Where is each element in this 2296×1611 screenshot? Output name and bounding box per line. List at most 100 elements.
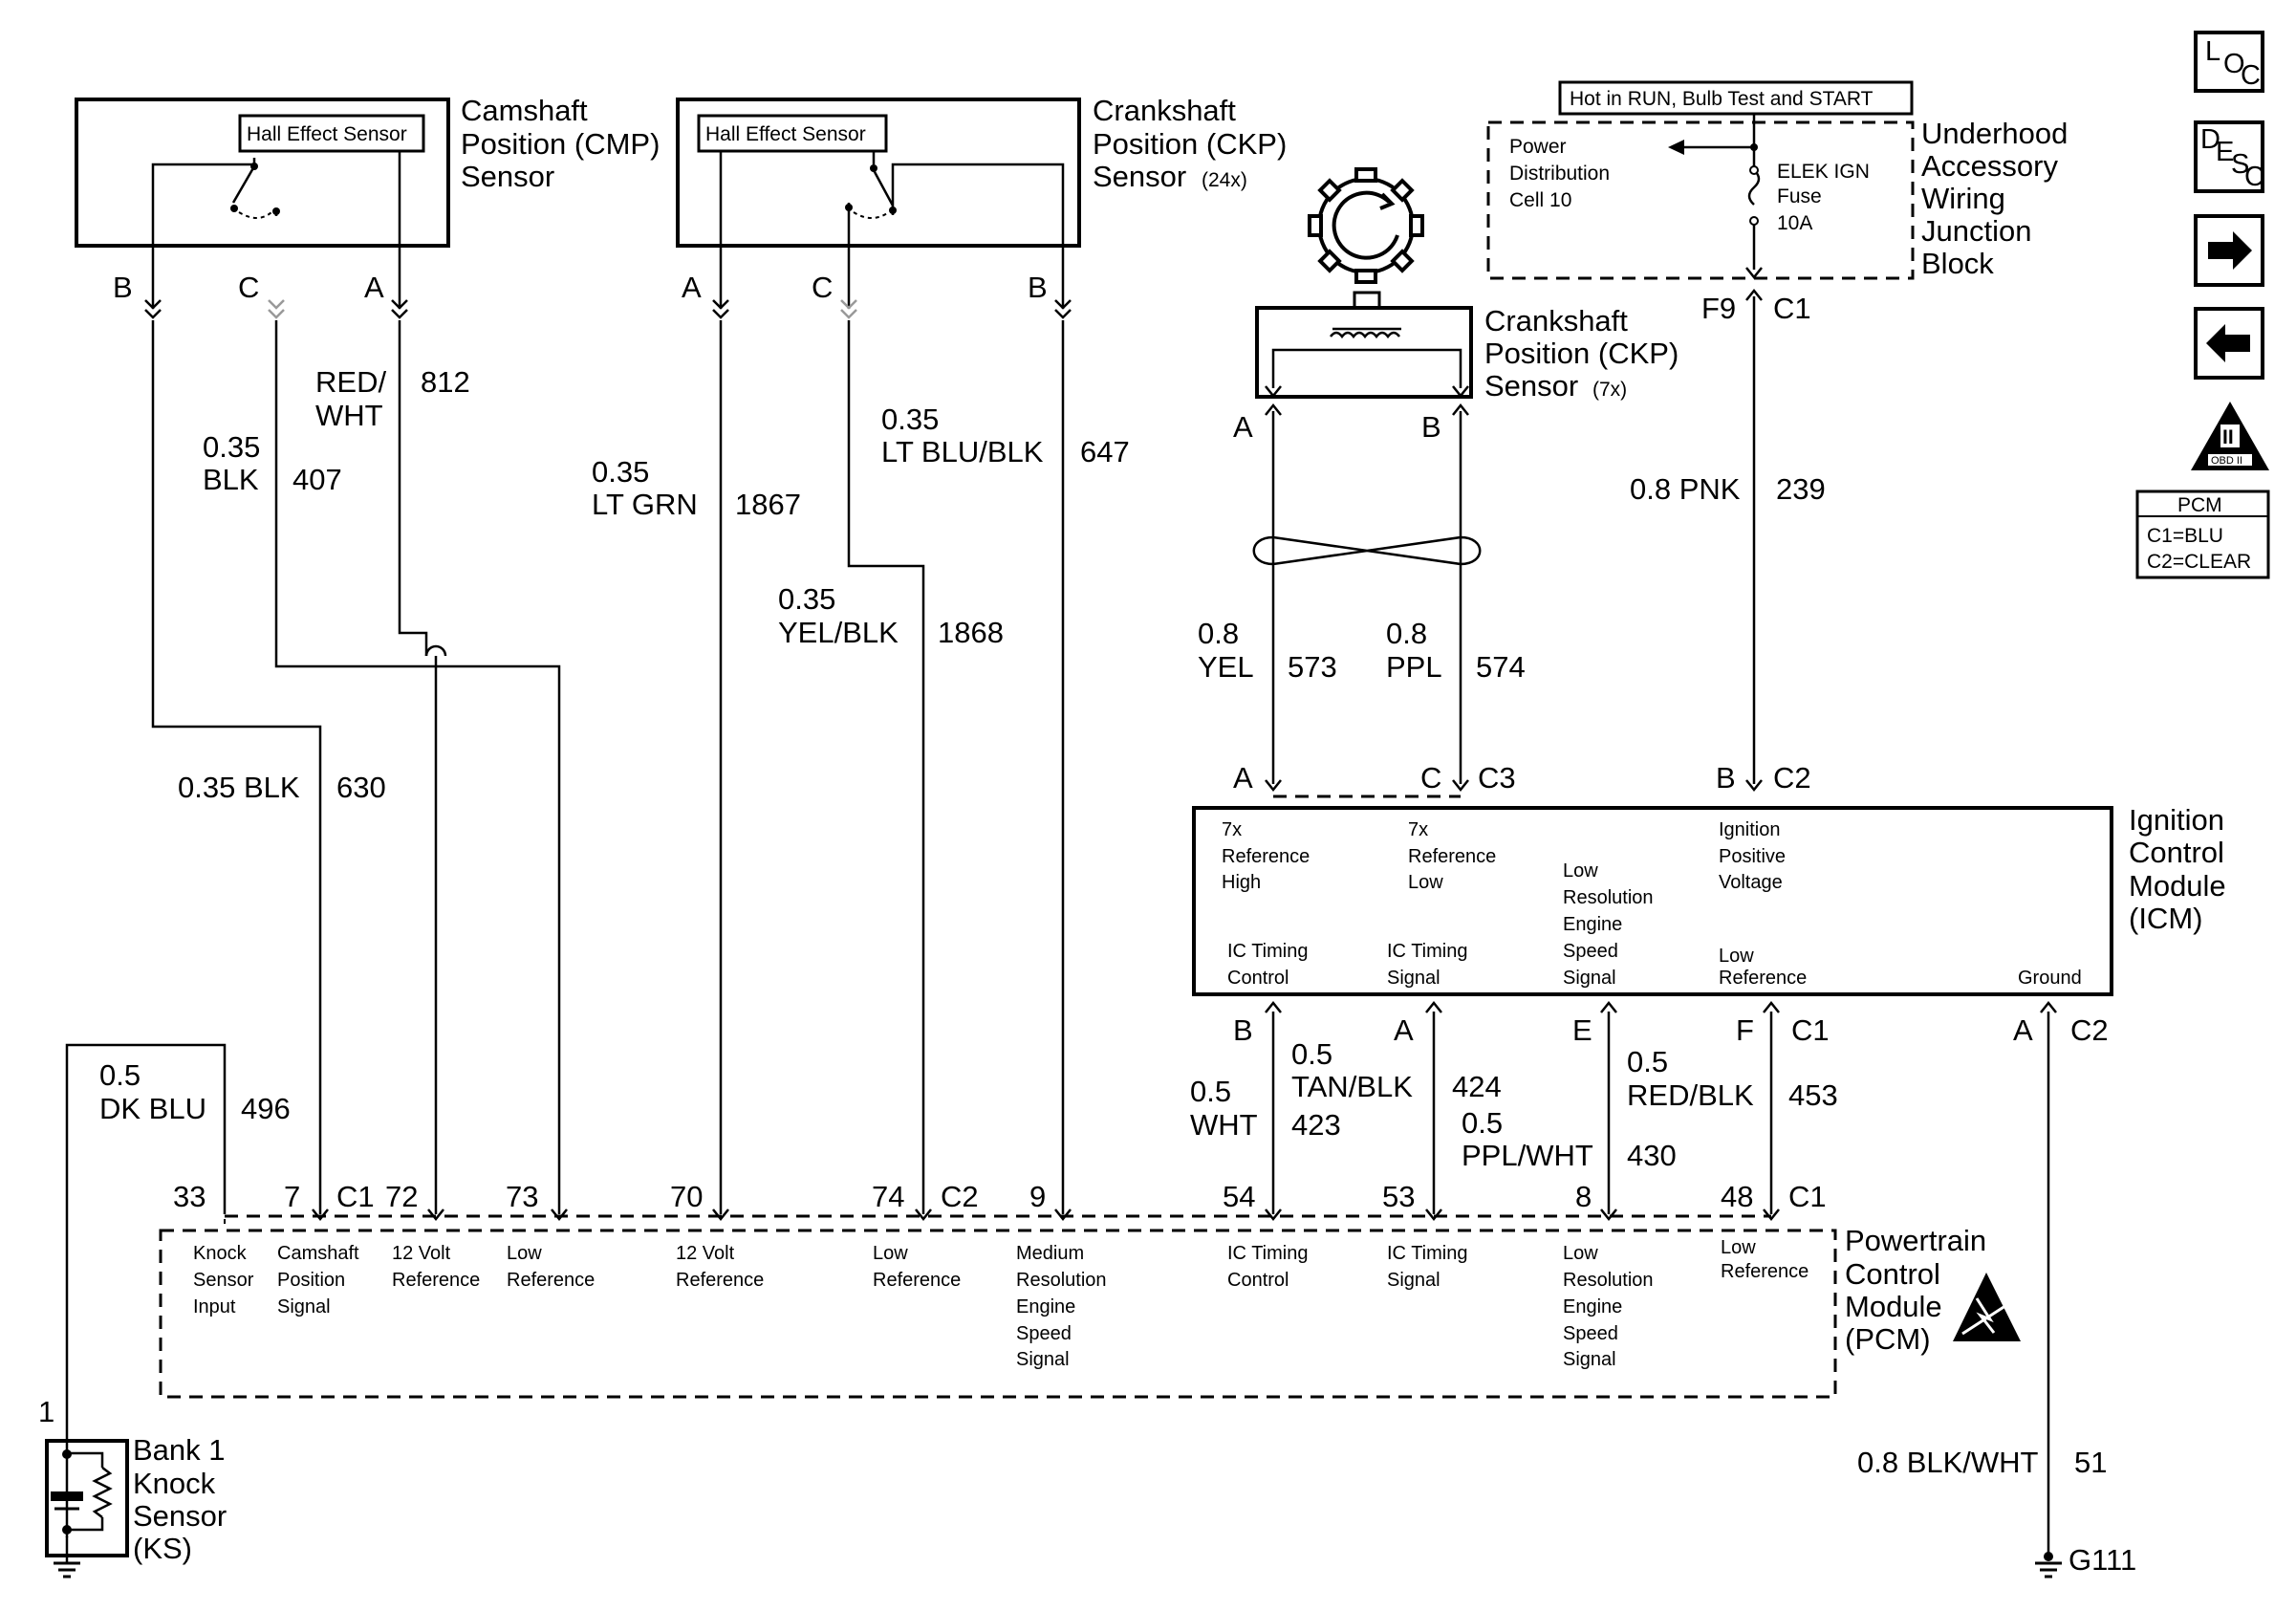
cmp-pin-b: B [113, 271, 133, 304]
side-icons: L O C D E S C II OBD II PC [2135, 31, 2270, 579]
loc-icon[interactable]: L O C [2194, 31, 2264, 93]
ckp24-title-1: Crankshaft [1093, 94, 1236, 127]
w647-circuit: 647 [1080, 435, 1130, 468]
w424-circuit: 424 [1452, 1070, 1502, 1103]
w239-circuit: 239 [1776, 472, 1826, 506]
w1867-color: LT GRN [592, 488, 698, 521]
power-dist-3: Cell 10 [1509, 189, 1571, 211]
pcm-medres-3: Engine [1016, 1296, 1075, 1317]
w453-color: RED/BLK [1627, 1078, 1754, 1112]
w1868-color: YEL/BLK [778, 616, 899, 649]
ckp24-hall-effect-box [697, 114, 888, 153]
previous-page-arrow-icon[interactable] [2194, 307, 2264, 380]
w430-size: 0.5 [1462, 1106, 1503, 1140]
svg-text:II: II [2222, 426, 2234, 448]
pcm-box [159, 1229, 1837, 1399]
pcm-knock-3: Input [193, 1296, 236, 1317]
w496-color: DK BLU [99, 1092, 206, 1125]
ckp7-pole-piece [1353, 291, 1381, 310]
w812-circuit: 812 [421, 365, 470, 399]
ckp7-sensor-box [1255, 306, 1473, 399]
power-dist-2: Distribution [1509, 163, 1610, 185]
cmp-title-2: Position (CMP) [461, 127, 660, 161]
pcm-pin-7: 7 [284, 1180, 300, 1213]
svg-text:C2=CLEAR: C2=CLEAR [2147, 551, 2251, 573]
w647-size: 0.35 [881, 403, 939, 436]
fuse-icon [1747, 169, 1761, 206]
w496-circuit: 496 [241, 1092, 291, 1125]
w1867-circuit: 1867 [735, 488, 801, 521]
pcm-pin-73: 73 [506, 1180, 538, 1213]
pcm-connector-key: PCM C1=BLU C2=CLEAR [2135, 490, 2270, 579]
pcm-knock-2: Sensor [193, 1270, 254, 1291]
ckp7-title-3: Sensor [1484, 369, 1578, 403]
icm-title-4: (ICM) [2129, 902, 2202, 935]
ckp24-title-3: Sensor [1093, 160, 1186, 193]
svg-text:E: E [2216, 137, 2234, 167]
next-page-arrow-icon[interactable] [2194, 214, 2264, 287]
w430-color: PPL/WHT [1462, 1139, 1593, 1172]
w51-label: 0.8 BLK/WHT [1857, 1446, 2039, 1479]
cmp-sensor: Hall Effect Sensor Camshaft Position (CM… [75, 94, 660, 319]
pcm-lowref-b-2: Reference [873, 1270, 961, 1291]
ks-box [45, 1439, 129, 1557]
pcm-pin-53: 53 [1382, 1180, 1415, 1213]
pcm-medres-1: Medium [1016, 1243, 1084, 1264]
ks-title-3: Sensor [133, 1499, 227, 1533]
ks-title-4: (KS) [133, 1532, 192, 1565]
icm-box [1192, 806, 2113, 996]
junction-block-box [1486, 120, 1915, 280]
icm-title-1: Ignition [2129, 803, 2224, 837]
pcm-connector-c1-a: C1 [336, 1180, 375, 1213]
icm-bot-connector-c1: C1 [1791, 1013, 1830, 1047]
ground-g111: G111 [2035, 1543, 2136, 1578]
w51-circuit: 51 [2074, 1446, 2107, 1479]
wire-496 [65, 1043, 227, 1434]
icm-bot-pin-a: A [1394, 1013, 1414, 1047]
w453-size: 0.5 [1627, 1045, 1668, 1078]
wire-812 [398, 320, 428, 656]
svg-text:L: L [2205, 36, 2220, 67]
svg-text:PCM: PCM [2177, 494, 2222, 516]
ckp7-pin-a: A [1233, 410, 1253, 444]
wire-1868 [847, 320, 925, 1214]
icm-ref-high-1: 7x [1222, 819, 1242, 840]
obd-ii-icon[interactable]: II OBD II [2191, 402, 2269, 470]
pcm-v12b-2: Reference [676, 1270, 764, 1291]
ckp24-sensor: Hall Effect Sensor Crankshaft Position (… [676, 94, 1287, 319]
power-dist-1: Power [1509, 136, 1567, 158]
cmp-hall-effect-label: Hall Effect Sensor [247, 123, 407, 145]
w574-size: 0.8 [1386, 617, 1427, 650]
w573-circuit: 573 [1288, 650, 1337, 684]
pcm-ictc-2: Control [1227, 1270, 1289, 1291]
svg-text:D: D [2200, 124, 2220, 155]
wires [65, 296, 2050, 1554]
hot-in-run-box [1558, 80, 1914, 116]
jb-pin-f9: F9 [1701, 292, 1736, 325]
pcm-title-4: (PCM) [1845, 1322, 1931, 1356]
pcm-v12b-1: 12 Volt [676, 1243, 735, 1264]
desc-icon[interactable]: D E S C [2194, 120, 2264, 193]
ckp24-hall-effect-label: Hall Effect Sensor [705, 123, 866, 145]
pcm-icts-2: Signal [1387, 1270, 1440, 1291]
w630-label: 0.35 BLK [178, 771, 300, 804]
w423-size: 0.5 [1190, 1075, 1231, 1108]
pcm-lowref-c-2: Reference [1721, 1261, 1809, 1282]
pcm-cam-3: Signal [277, 1296, 331, 1317]
w453-circuit: 453 [1788, 1078, 1838, 1112]
icm-title-2: Control [2129, 836, 2224, 869]
cmp-hall-effect-box [238, 114, 425, 153]
ks-pin-1: 1 [38, 1395, 54, 1428]
icm-icts-1: IC Timing [1387, 941, 1467, 962]
cmp-pin-c: C [238, 271, 259, 304]
fuse-label-2: Fuse [1777, 185, 1822, 207]
icm-ign-pos-3: Voltage [1719, 872, 1783, 893]
ckp7-title-suffix: (7x) [1592, 379, 1627, 401]
ckp24-title-suffix: (24x) [1202, 169, 1247, 191]
pcm-title-3: Module [1845, 1290, 1942, 1323]
ground-label: G111 [2069, 1543, 2136, 1577]
w430-circuit: 430 [1627, 1139, 1677, 1172]
icm-ground-connector-c2: C2 [2070, 1013, 2109, 1047]
w424-color: TAN/BLK [1291, 1070, 1413, 1103]
